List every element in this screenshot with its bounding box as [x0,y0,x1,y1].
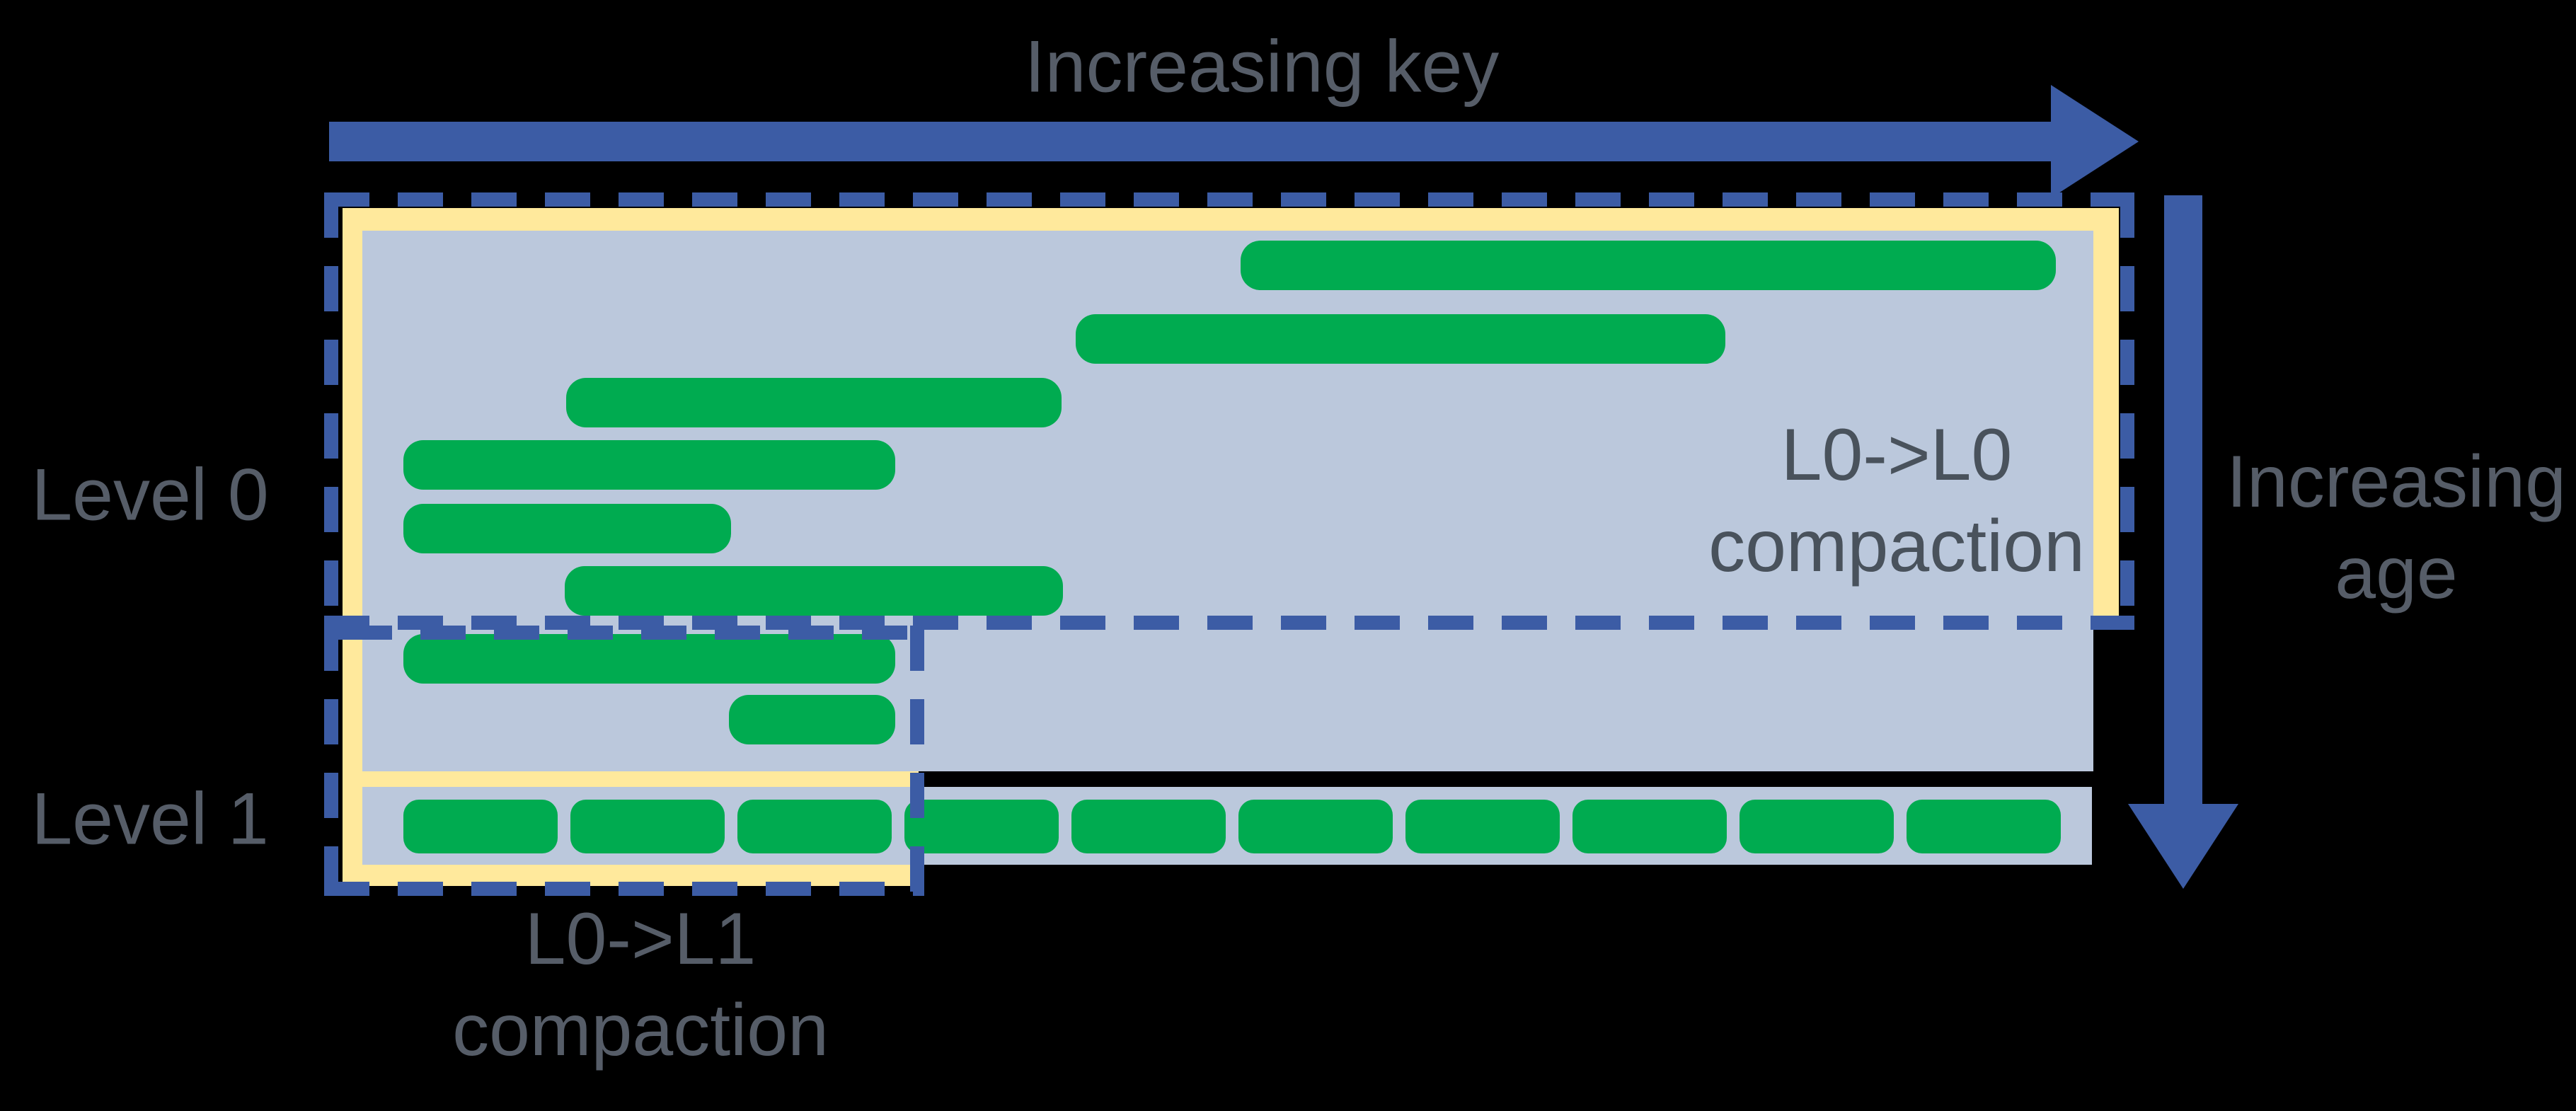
level1-sstable-bar [1071,800,1226,853]
l0-to-l0-line2: compaction [1708,505,2085,587]
level1-sstable-bar [1740,800,1894,853]
increasing-key-arrow-shaft [329,122,2051,161]
l0l1-box-dash-bottom [324,882,924,896]
level0-label: Level 0 [31,454,269,536]
l0-box-dash-top [324,192,2134,207]
l0-to-l1-line2: compaction [452,989,829,1071]
level0-sstable-bar [1076,314,1725,364]
level0-sstable-bar [565,566,1063,616]
l0l1-box-dash-top [324,626,924,640]
l0-to-l1-line1: L0->L1 [524,898,757,981]
level0-older-sstable-bar [403,634,895,684]
level1-sstable-bar [904,800,1059,853]
level1-label: Level 1 [31,778,269,860]
l0-to-l0-line1: L0->L0 [1781,414,2013,497]
level1-sstable-bar [737,800,892,853]
level1-sstable-bar [1405,800,1560,853]
l0-to-l0-compaction-label: L0->L0 compaction [1708,410,2085,592]
increasing-age-line2: age [2335,532,2458,614]
increasing-key-label: Increasing key [1024,25,1500,108]
level1-sstable-bar [1907,800,2061,853]
l0l1-box-dash-left [324,626,338,896]
level0-sstable-bar [403,440,895,490]
level0-sstable-bar [566,378,1062,427]
level1-sstable-bar [403,800,558,853]
increasing-key-arrow-head-icon [2051,85,2139,198]
level0-sstable-bar [1241,241,2056,290]
level0-older-sstable-bar [729,695,895,744]
l0-box-dash-left [324,192,338,630]
level1-sstable-bar [1572,800,1727,853]
increasing-age-label: Increasing age [2226,437,2566,619]
level1-sstable-bar [1238,800,1393,853]
increasing-age-arrow-shaft [2164,195,2202,804]
l0l1-box-dash-right [910,626,924,896]
l0-box-dash-right [2120,192,2134,630]
level1-sstable-bar [570,800,725,853]
l0-to-l1-compaction-label: L0->L1 compaction [452,894,829,1076]
level0-sstable-bar [403,504,731,553]
increasing-age-arrow-head-icon [2128,804,2238,889]
increasing-age-line1: Increasing [2226,441,2566,524]
